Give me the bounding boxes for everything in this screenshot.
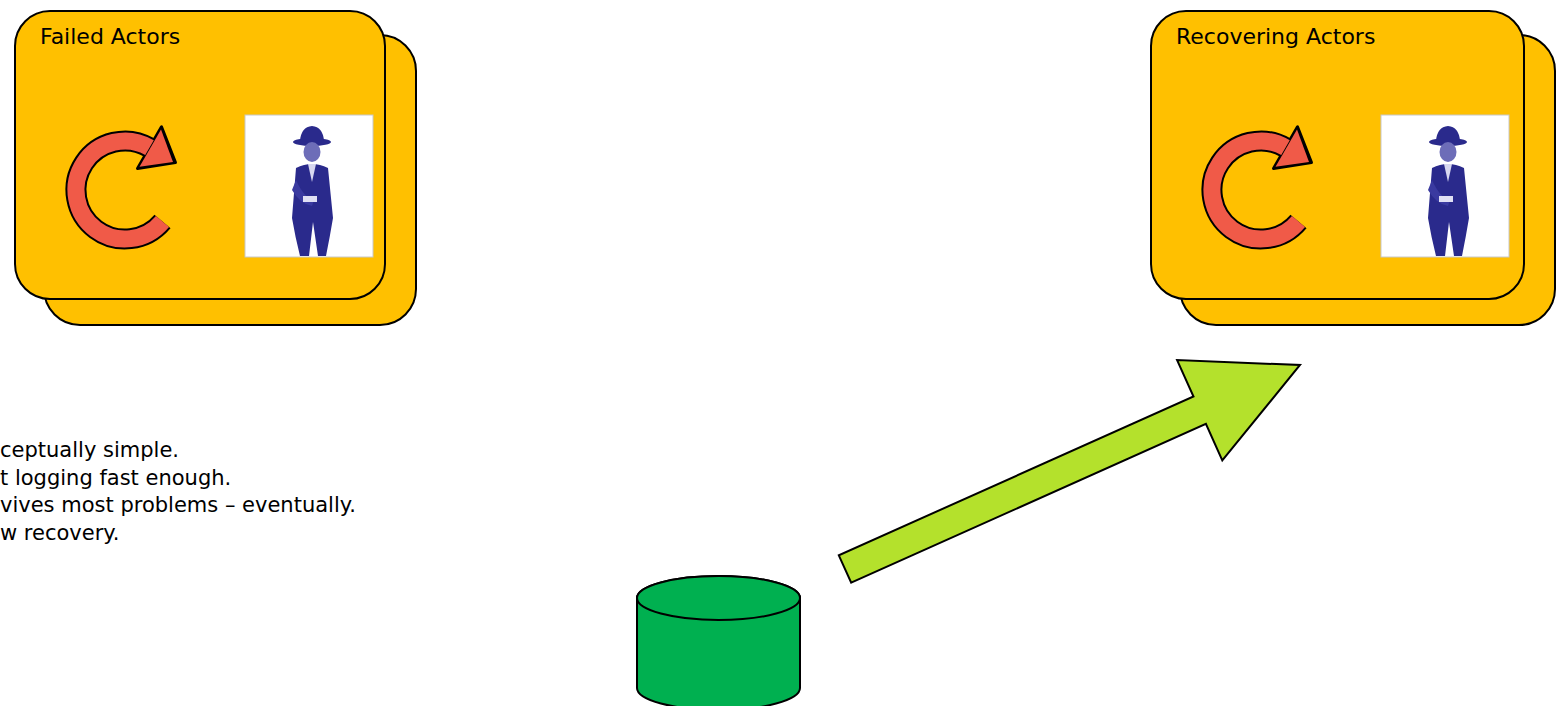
- bullet-text: vives most problems – eventually.: [0, 492, 356, 520]
- restore-arrow: [839, 360, 1300, 583]
- bullet-list: ceptually simple.t logging fast enough.v…: [0, 437, 356, 547]
- actor-icons: [1212, 115, 1509, 257]
- database-cylinder: [637, 576, 800, 706]
- box-title: Failed Actors: [40, 24, 180, 49]
- actor-group-box: Failed Actors: [14, 10, 386, 300]
- bullet-text: t logging fast enough.: [0, 465, 356, 493]
- actor-icons: [76, 115, 373, 257]
- box-title: Recovering Actors: [1176, 24, 1375, 49]
- bullet-text: ceptually simple.: [0, 437, 356, 465]
- bullet-text: w recovery.: [0, 520, 356, 548]
- actor-group-box: Recovering Actors: [1150, 10, 1525, 300]
